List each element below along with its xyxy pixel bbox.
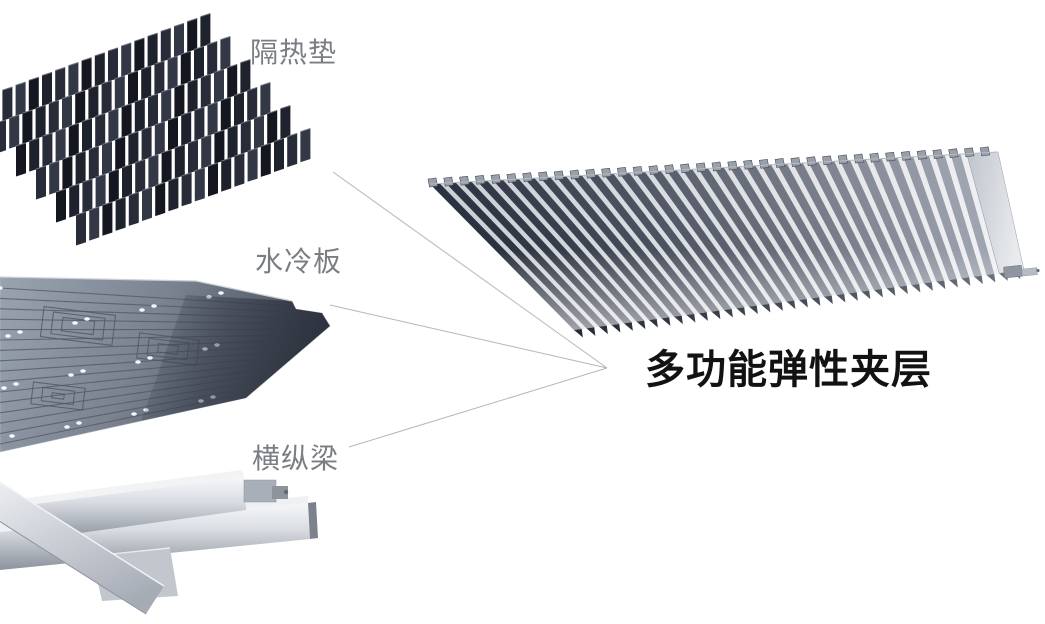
label-insulation-pad: 隔热垫 xyxy=(250,37,338,68)
label-cooling-plate: 水冷板 xyxy=(255,246,343,277)
cooling-plate-illustration xyxy=(0,276,331,453)
label-elastic-interlayer: 多功能弹性夹层 xyxy=(645,348,932,392)
leader-lines xyxy=(329,171,608,448)
beams-illustration xyxy=(0,470,318,615)
insulation-pad-illustration xyxy=(0,13,311,246)
elastic-interlayer-illustration xyxy=(427,146,1040,338)
label-beams: 横纵梁 xyxy=(252,443,340,474)
